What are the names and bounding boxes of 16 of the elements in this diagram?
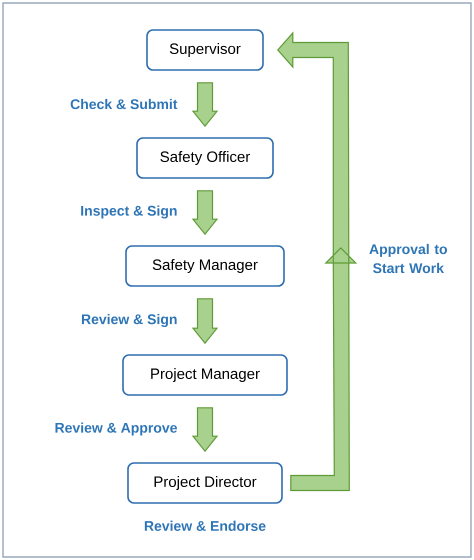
process-box: Project Manager [122,354,288,396]
edge-label: Inspect & Sign [81,205,177,219]
block-arrow [192,190,218,236]
edge-label: Approval to Start Work [369,244,448,274]
process-box: Project Director [127,462,283,504]
block-arrow [192,407,218,452]
block-arrow [192,298,218,344]
edge-label: Check & Submit [70,98,178,110]
edge-label: Review & Approve [55,422,177,436]
block-arrow [277,31,358,492]
process-box: Safety Officer [136,137,274,179]
block-arrow [192,82,218,128]
edge-label: Review & Sign [82,314,177,328]
process-box: Safety Manager [125,245,285,287]
step-caption: Review & Endorse [144,520,266,531]
process-box: Supervisor [146,29,264,71]
